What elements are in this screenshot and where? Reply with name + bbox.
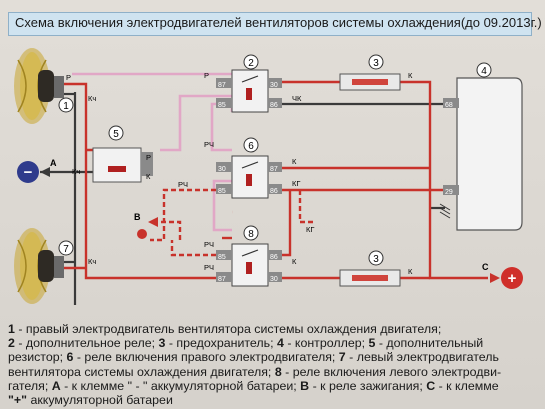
relay2-pin-85: 85 [218, 102, 226, 109]
legend-l5-seg-3: В [300, 378, 310, 393]
dashed-wires [150, 188, 314, 257]
legend-l5-seg-4: - к реле зажигания; [309, 378, 427, 393]
fan-motor-1: 1 [14, 48, 74, 124]
title-bar: Схема включения электродвигателей вентил… [8, 12, 542, 36]
fuse-3-bottom: 3 К [339, 250, 413, 287]
relay-6: 6 30 85 87 86 [216, 137, 282, 199]
legend-l5-seg-1: А [51, 378, 61, 393]
legend-line-5: гателя; А - к клемме " - " аккумуляторно… [8, 379, 533, 393]
legend-l4-seg-1: 8 [274, 364, 282, 379]
legend-line-2: 2 - дополнительное реле; 3 - предохранит… [8, 336, 533, 350]
legend-l6-seg-0: "+" [8, 393, 27, 408]
relay8-pin-87: 87 [218, 276, 226, 283]
relay-8: 8 85 87 86 30 [216, 225, 282, 287]
resistor-5: 5 Р К [92, 125, 153, 183]
legend-l3-seg-1: 6 [66, 350, 74, 365]
wire-label-chk: ЧК [292, 94, 302, 103]
wire-label-kch-motor7: Кч [88, 257, 96, 266]
terminal-a-label: А [50, 158, 57, 168]
wire-label-k-resistor: К [146, 172, 151, 181]
wire-label-rch-3: РЧ [204, 240, 214, 249]
wire-label-rch-1: РЧ [204, 140, 214, 149]
callout-2: 2 [248, 58, 254, 69]
legend-l2-seg-4: 4 [276, 336, 284, 351]
terminal-b-label: В [134, 212, 141, 222]
callout-4: 4 [481, 66, 487, 77]
legend-l2-seg-5: - контроллер; [283, 336, 369, 351]
controller-4: 4 68 29 [439, 62, 523, 231]
fuse-3-top: 3 К [339, 54, 413, 91]
terminal-c-label: С [482, 262, 489, 272]
controller-pin-29: 29 [445, 189, 453, 196]
wire-label-rch-2: РЧ [178, 180, 188, 189]
legend-l3-seg-3: 7 [338, 350, 346, 365]
wire-label-k-fuse-top: К [408, 71, 413, 80]
legend-l6-seg-1: аккумуляторной батареи [27, 393, 173, 408]
legend-l2-seg-2: 3 [158, 336, 166, 351]
controller-pin-68: 68 [445, 102, 453, 109]
relay2-pin-87: 87 [218, 82, 226, 89]
legend-l4-seg-0: вентилятора системы охлаждения двигателя… [8, 364, 275, 379]
wire-label-kch-a: Кч [72, 167, 80, 176]
legend-l3-seg-0: резистор; [8, 350, 67, 365]
relay6-pin-30: 30 [218, 166, 226, 173]
relay6-pin-85: 85 [218, 188, 226, 195]
legend-l2-seg-0: 2 [8, 336, 15, 351]
legend-line-4: вентилятора системы охлаждения двигателя… [8, 365, 533, 379]
relay8-pin-85: 85 [218, 254, 226, 261]
wire-label-k-fuse-bottom: К [408, 267, 413, 276]
wire-label-p-motor1: Р [66, 73, 71, 82]
wire-label-k-relay6: К [292, 157, 297, 166]
callout-6: 6 [248, 141, 254, 152]
callout-8: 8 [248, 229, 254, 240]
relay2-pin-30: 30 [270, 82, 278, 89]
legend-l3-seg-4: - левый электродвигатель [345, 350, 499, 365]
legend-line-6: "+" аккумуляторной батареи [8, 393, 533, 407]
legend-l1-seg-1: - правый электродвигатель вентилятора си… [14, 322, 442, 336]
wire-label-p-relay2: Р [204, 71, 209, 80]
legend-l5-seg-6: - к клемме [435, 378, 499, 393]
terminal-b: В [134, 212, 158, 239]
legend-l2-seg-6: 5 [368, 336, 376, 351]
legend-l4-seg-2: - реле включения левого электродви- [281, 364, 502, 379]
wire-label-kg-2: КГ [306, 225, 314, 234]
legend-l5-seg-2: - к клемме " - " аккумуляторной батареи; [60, 378, 301, 393]
relay8-pin-86: 86 [270, 254, 278, 261]
terminal-c-plus: С + [482, 262, 523, 289]
relay6-pin-87: 87 [270, 166, 278, 173]
minus-sign: − [24, 164, 33, 181]
legend-l5-seg-0: гателя; [8, 378, 52, 393]
legend-l5-seg-5: С [426, 378, 436, 393]
wire-label-k-relay8: К [292, 257, 297, 266]
fan-motor-7: 7 [14, 228, 74, 304]
legend-line-1: 1 - правый электродвигатель вентилятора … [8, 322, 533, 336]
callout-1: 1 [63, 101, 69, 112]
legend-l1-seg-0: 1 [8, 322, 15, 336]
relay6-pin-86: 86 [270, 188, 278, 195]
relay8-pin-30: 30 [270, 276, 278, 283]
wire-label-rch-4: РЧ [204, 263, 214, 272]
wire-label-p-resistor: Р [146, 153, 151, 162]
relay-2: 2 87 85 30 86 [216, 54, 282, 113]
legend-l2-seg-3: - предохранитель; [165, 336, 277, 351]
legend: 1 - правый электродвигатель вентилятора … [8, 322, 533, 407]
terminal-a-minus: − А [17, 158, 57, 183]
wire-label-kg-1: КГ [292, 179, 300, 188]
wire-label-kch-motor1: Кч [88, 94, 96, 103]
legend-l2-seg-1: - дополнительное реле; [14, 336, 159, 351]
callout-3-bottom: 3 [373, 254, 379, 265]
callout-3-top: 3 [373, 58, 379, 69]
callout-7: 7 [63, 244, 69, 255]
callout-5: 5 [113, 129, 119, 140]
legend-l2-seg-7: - дополнительный [375, 336, 484, 351]
wiring-diagram: 1 7 Р Кч Кч Кч − А [14, 48, 523, 305]
relay2-pin-86: 86 [270, 102, 278, 109]
legend-l3-seg-2: - реле включения правого электродвигател… [73, 350, 339, 365]
plus-sign: + [508, 270, 517, 287]
diagram-title: Схема включения электродвигателей вентил… [15, 15, 542, 30]
legend-line-3: резистор; 6 - реле включения правого эле… [8, 350, 533, 364]
